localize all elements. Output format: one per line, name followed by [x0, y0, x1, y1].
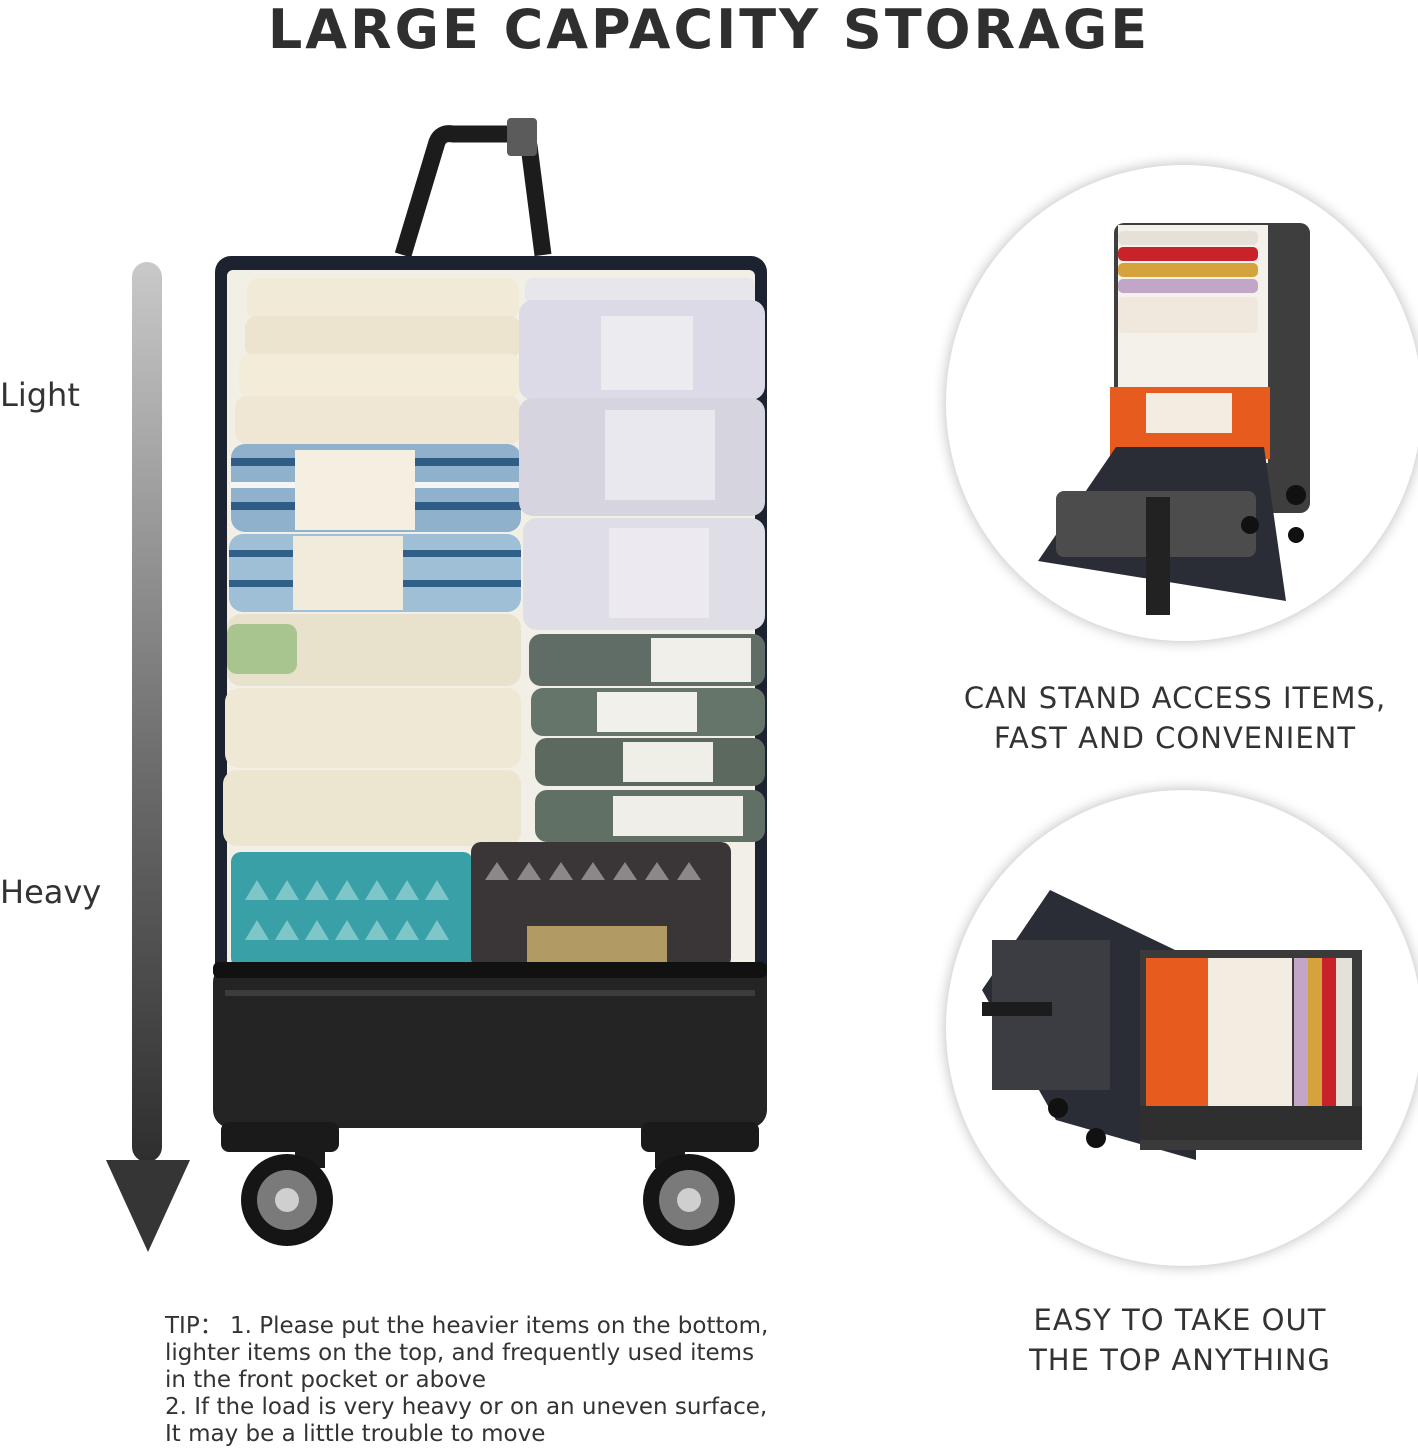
- light-label: Light: [0, 376, 80, 414]
- tip-line-2: lighter items on the top, and frequently…: [165, 1340, 755, 1366]
- stand-access-caption-line2: FAST AND CONVENIENT: [993, 721, 1357, 755]
- top-access-caption-line2: THE TOP ANYTHING: [1029, 1343, 1331, 1377]
- top-access-caption: EASY TO TAKE OUT THE TOP ANYTHING: [945, 1300, 1415, 1380]
- tip-line-5: It may be a little trouble to move: [165, 1421, 546, 1447]
- left-stack: [223, 278, 521, 846]
- tip-line-3: in the front pocket or above: [165, 1367, 487, 1393]
- down-arrow-icon: [106, 262, 190, 1252]
- right-stack: [519, 278, 765, 842]
- standing-access-image: [946, 165, 1418, 641]
- wheel-right: [643, 1140, 735, 1246]
- stand-access-caption: CAN STAND ACCESS ITEMS, FAST AND CONVENI…: [940, 678, 1410, 758]
- top-open-image: [946, 790, 1418, 1266]
- open-suitcase-image: [213, 118, 767, 1246]
- tip-line-4: 2. If the load is very heavy or on an un…: [165, 1394, 768, 1420]
- page-title: LARGE CAPACITY STORAGE: [267, 0, 1151, 61]
- tip-text: TIP： 1. Please put the heavier items on …: [165, 1313, 865, 1448]
- wheel-left: [241, 1140, 333, 1246]
- top-access-caption-line1: EASY TO TAKE OUT: [1033, 1303, 1327, 1337]
- stand-access-caption-line1: CAN STAND ACCESS ITEMS,: [963, 681, 1387, 715]
- heavy-label: Heavy: [0, 873, 102, 911]
- tip-line-1: TIP： 1. Please put the heavier items on …: [165, 1313, 769, 1339]
